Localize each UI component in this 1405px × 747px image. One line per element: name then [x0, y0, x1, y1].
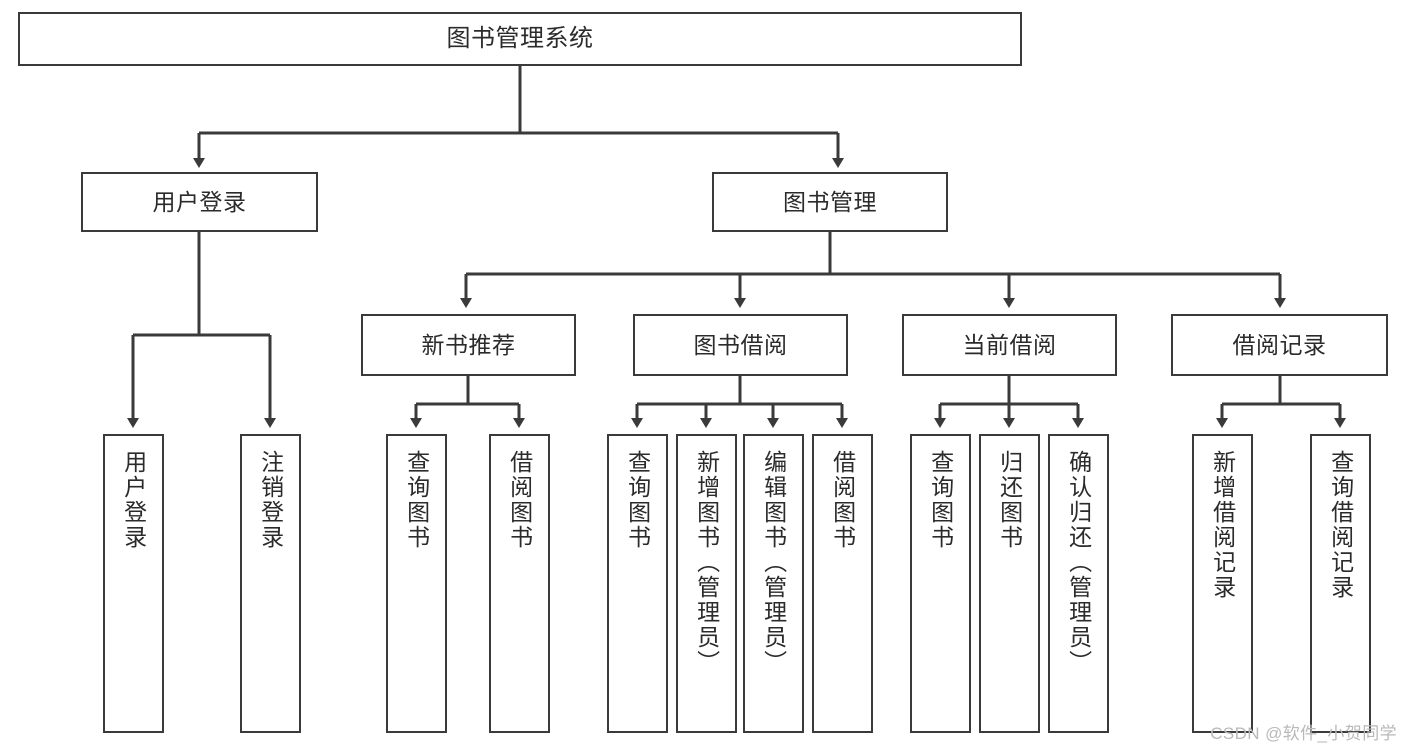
node-label: 借阅图书: [829, 450, 856, 550]
node-label: 查询图书: [403, 450, 430, 550]
leaf-current-return-book[interactable]: 归还图书: [979, 434, 1040, 733]
node-book-borrow[interactable]: 图书借阅: [633, 314, 848, 376]
node-label: 归还图书: [996, 450, 1023, 550]
leaf-borrow-query-book[interactable]: 查询图书: [607, 434, 668, 733]
leaf-borrow-borrow-book[interactable]: 借阅图书: [812, 434, 873, 733]
node-label: 新增借阅记录: [1209, 450, 1236, 600]
node-label: 图书借阅: [693, 331, 788, 358]
leaf-recommend-query-book[interactable]: 查询图书: [386, 434, 447, 733]
node-borrow-record[interactable]: 借阅记录: [1171, 314, 1388, 376]
node-label: 用户登录: [152, 188, 247, 215]
leaf-user-logout[interactable]: 注销登录: [240, 434, 301, 733]
leaf-record-add[interactable]: 新增借阅记录: [1192, 434, 1253, 733]
node-root-system[interactable]: 图书管理系统: [18, 12, 1022, 66]
node-label: 查询图书: [927, 450, 954, 550]
leaf-recommend-borrow-book[interactable]: 借阅图书: [489, 434, 550, 733]
node-label: 查询借阅记录: [1327, 450, 1354, 600]
node-label: 借阅图书: [506, 450, 533, 550]
node-label: 查询图书: [624, 450, 651, 550]
node-current-borrow[interactable]: 当前借阅: [902, 314, 1117, 376]
node-book-management[interactable]: 图书管理: [712, 172, 948, 232]
node-label: 确认归还（管理员）: [1065, 450, 1092, 675]
leaf-current-query-book[interactable]: 查询图书: [910, 434, 971, 733]
node-label: 新书推荐: [421, 331, 516, 358]
leaf-borrow-add-book[interactable]: 新增图书（管理员）: [676, 434, 737, 733]
node-label: 图书管理系统: [446, 25, 594, 52]
node-label: 借阅记录: [1232, 331, 1327, 358]
node-label: 编辑图书（管理员）: [760, 450, 787, 675]
node-new-book-recommend[interactable]: 新书推荐: [361, 314, 576, 376]
leaf-record-query[interactable]: 查询借阅记录: [1310, 434, 1371, 733]
node-label: 当前借阅: [962, 331, 1057, 358]
node-user-login[interactable]: 用户登录: [81, 172, 318, 232]
leaf-user-login[interactable]: 用户登录: [103, 434, 164, 733]
node-label: 新增图书（管理员）: [693, 450, 720, 675]
leaf-current-confirm-return[interactable]: 确认归还（管理员）: [1048, 434, 1109, 733]
node-label: 图书管理: [783, 188, 877, 215]
leaf-borrow-edit-book[interactable]: 编辑图书（管理员）: [743, 434, 804, 733]
watermark: CSDN @软件_小贺同学: [1210, 724, 1397, 743]
node-label: 注销登录: [257, 450, 284, 550]
node-label: 用户登录: [120, 450, 147, 550]
